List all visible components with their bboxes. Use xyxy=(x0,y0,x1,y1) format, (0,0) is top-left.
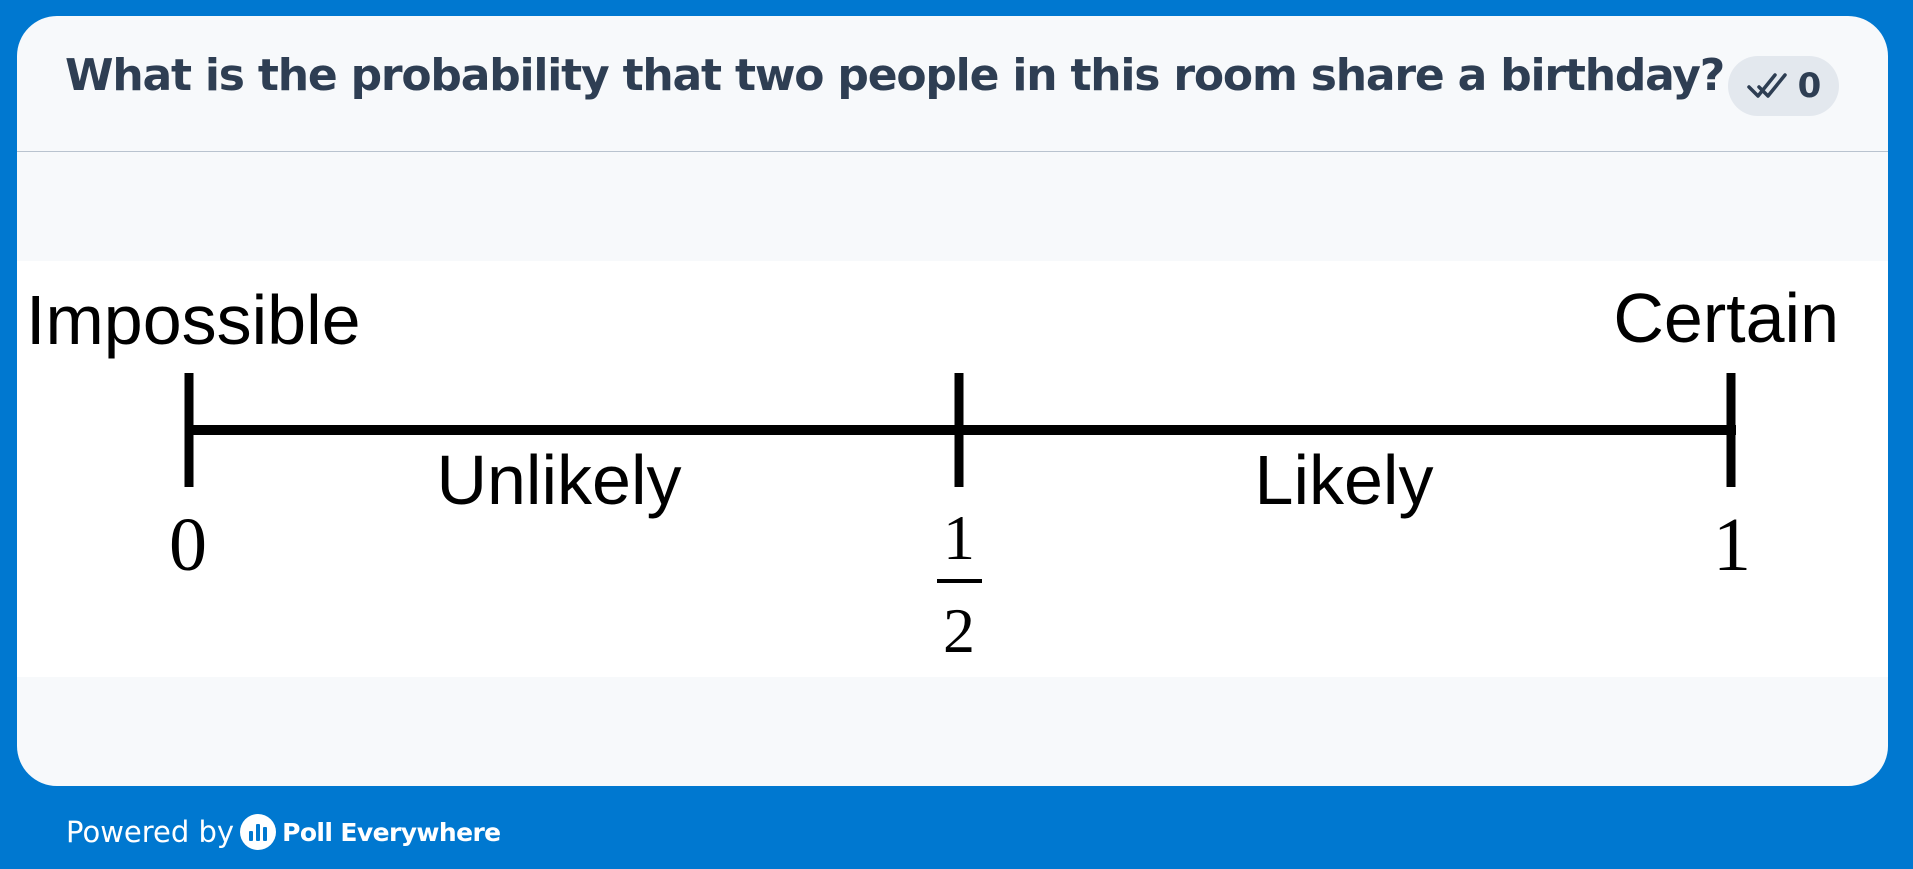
unlikely-label: Unlikely xyxy=(436,441,681,519)
question-title: What is the probability that two people … xyxy=(65,50,1725,101)
double-check-icon xyxy=(1746,70,1790,102)
tick-label-half-denominator: 2 xyxy=(943,595,975,666)
certain-label: Certain xyxy=(1613,279,1839,357)
poll-everywhere-brand: Poll Everywhere xyxy=(282,817,501,847)
response-count: 0 xyxy=(1797,66,1822,106)
tick-label-one: 1 xyxy=(1713,503,1751,587)
response-count-badge[interactable]: 0 xyxy=(1728,56,1839,116)
tick-label-zero: 0 xyxy=(169,503,207,587)
tick-label-half-numerator: 1 xyxy=(943,502,975,573)
powered-by-footer[interactable]: Powered by Poll Everywhere xyxy=(66,814,501,850)
impossible-label: Impossible xyxy=(26,281,361,359)
likely-label: Likely xyxy=(1255,441,1434,519)
probability-scale-figure: Impossible Certain Unlikely Likely 0 1 2… xyxy=(26,279,1839,666)
question-image: Impossible Certain Unlikely Likely 0 1 2… xyxy=(17,261,1888,677)
powered-by-text: Powered by xyxy=(66,815,235,849)
question-header: What is the probability that two people … xyxy=(17,16,1888,152)
poll-card: What is the probability that two people … xyxy=(17,16,1888,786)
poll-everywhere-logo-icon xyxy=(240,814,277,850)
